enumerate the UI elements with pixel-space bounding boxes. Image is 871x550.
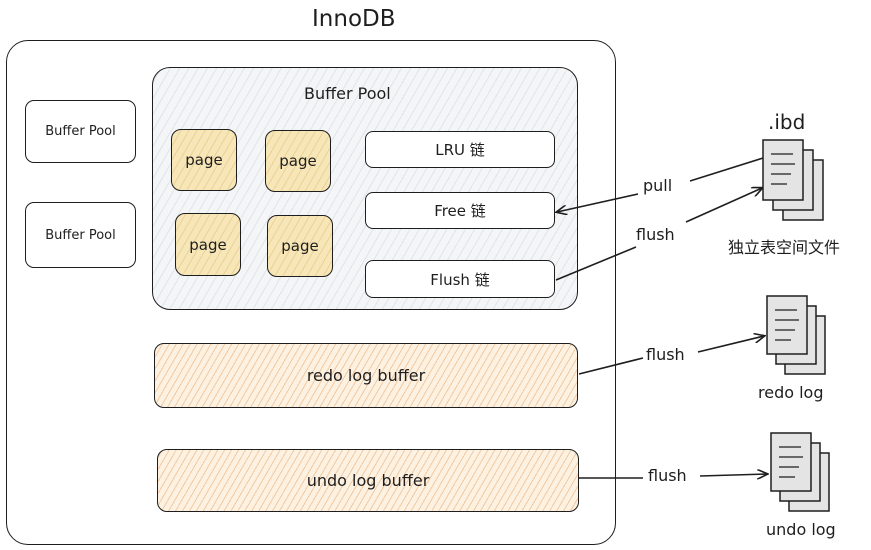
ibd-extension-label: .ibd [768,110,806,134]
lru-list: LRU 链 [365,131,555,168]
ibd-file-caption: 独立表空间文件 [728,238,841,257]
page-block-3: page [175,213,241,276]
redo-log-buffer: redo log buffer [154,343,578,408]
flush-ibd-label: flush [636,225,675,244]
page-block-4: page [267,215,333,277]
flush-ibd-line [555,246,637,281]
flush-undo-label: flush [648,466,687,485]
diagram-title: InnoDB [312,6,396,32]
document-stack-icon [766,295,826,375]
buffer-pool-title: Buffer Pool [304,84,391,103]
flush-redo-arrow [697,336,764,353]
flush-redo-label: flush [646,345,685,364]
document-stack-icon [762,139,824,221]
flush-list: Flush 链 [365,260,555,298]
page-block-1: page [171,129,237,191]
pull-arrow-head [557,193,639,212]
pull-label: pull [643,176,673,195]
pull-arrow [689,157,764,182]
buffer-pool-instance-1: Buffer Pool [25,100,136,163]
free-list: Free 链 [365,192,555,229]
document-stack-icon [770,432,830,512]
undo-log-file-caption: undo log [766,520,836,539]
page-block-2: page [265,130,331,192]
buffer-pool-instance-2: Buffer Pool [25,202,136,268]
flush-ibd-arrow [685,188,762,223]
redo-log-file-caption: redo log [758,383,824,402]
flush-undo-arrow [699,474,767,476]
undo-log-buffer: undo log buffer [157,449,579,512]
flush-redo-line [578,357,644,375]
